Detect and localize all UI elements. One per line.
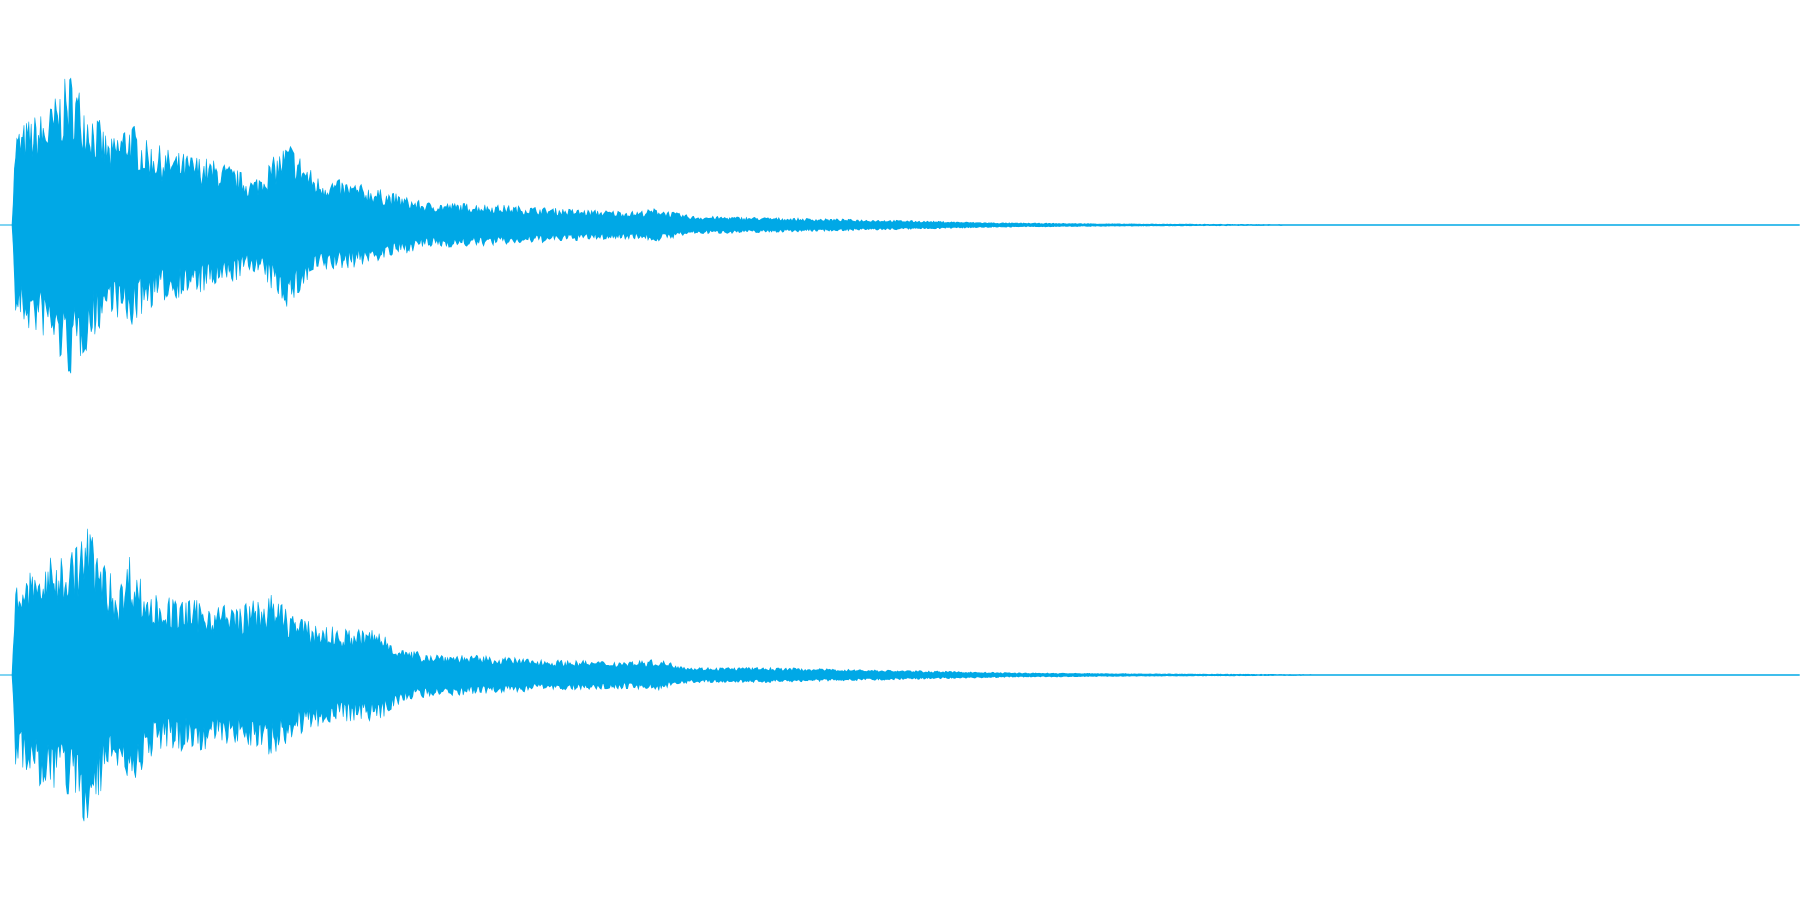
waveform-channel-top[interactable]: [0, 77, 1800, 374]
waveform-signal: [11, 528, 1800, 822]
waveform-signal: [11, 77, 1800, 374]
waveform-channel-bottom[interactable]: [0, 528, 1800, 822]
